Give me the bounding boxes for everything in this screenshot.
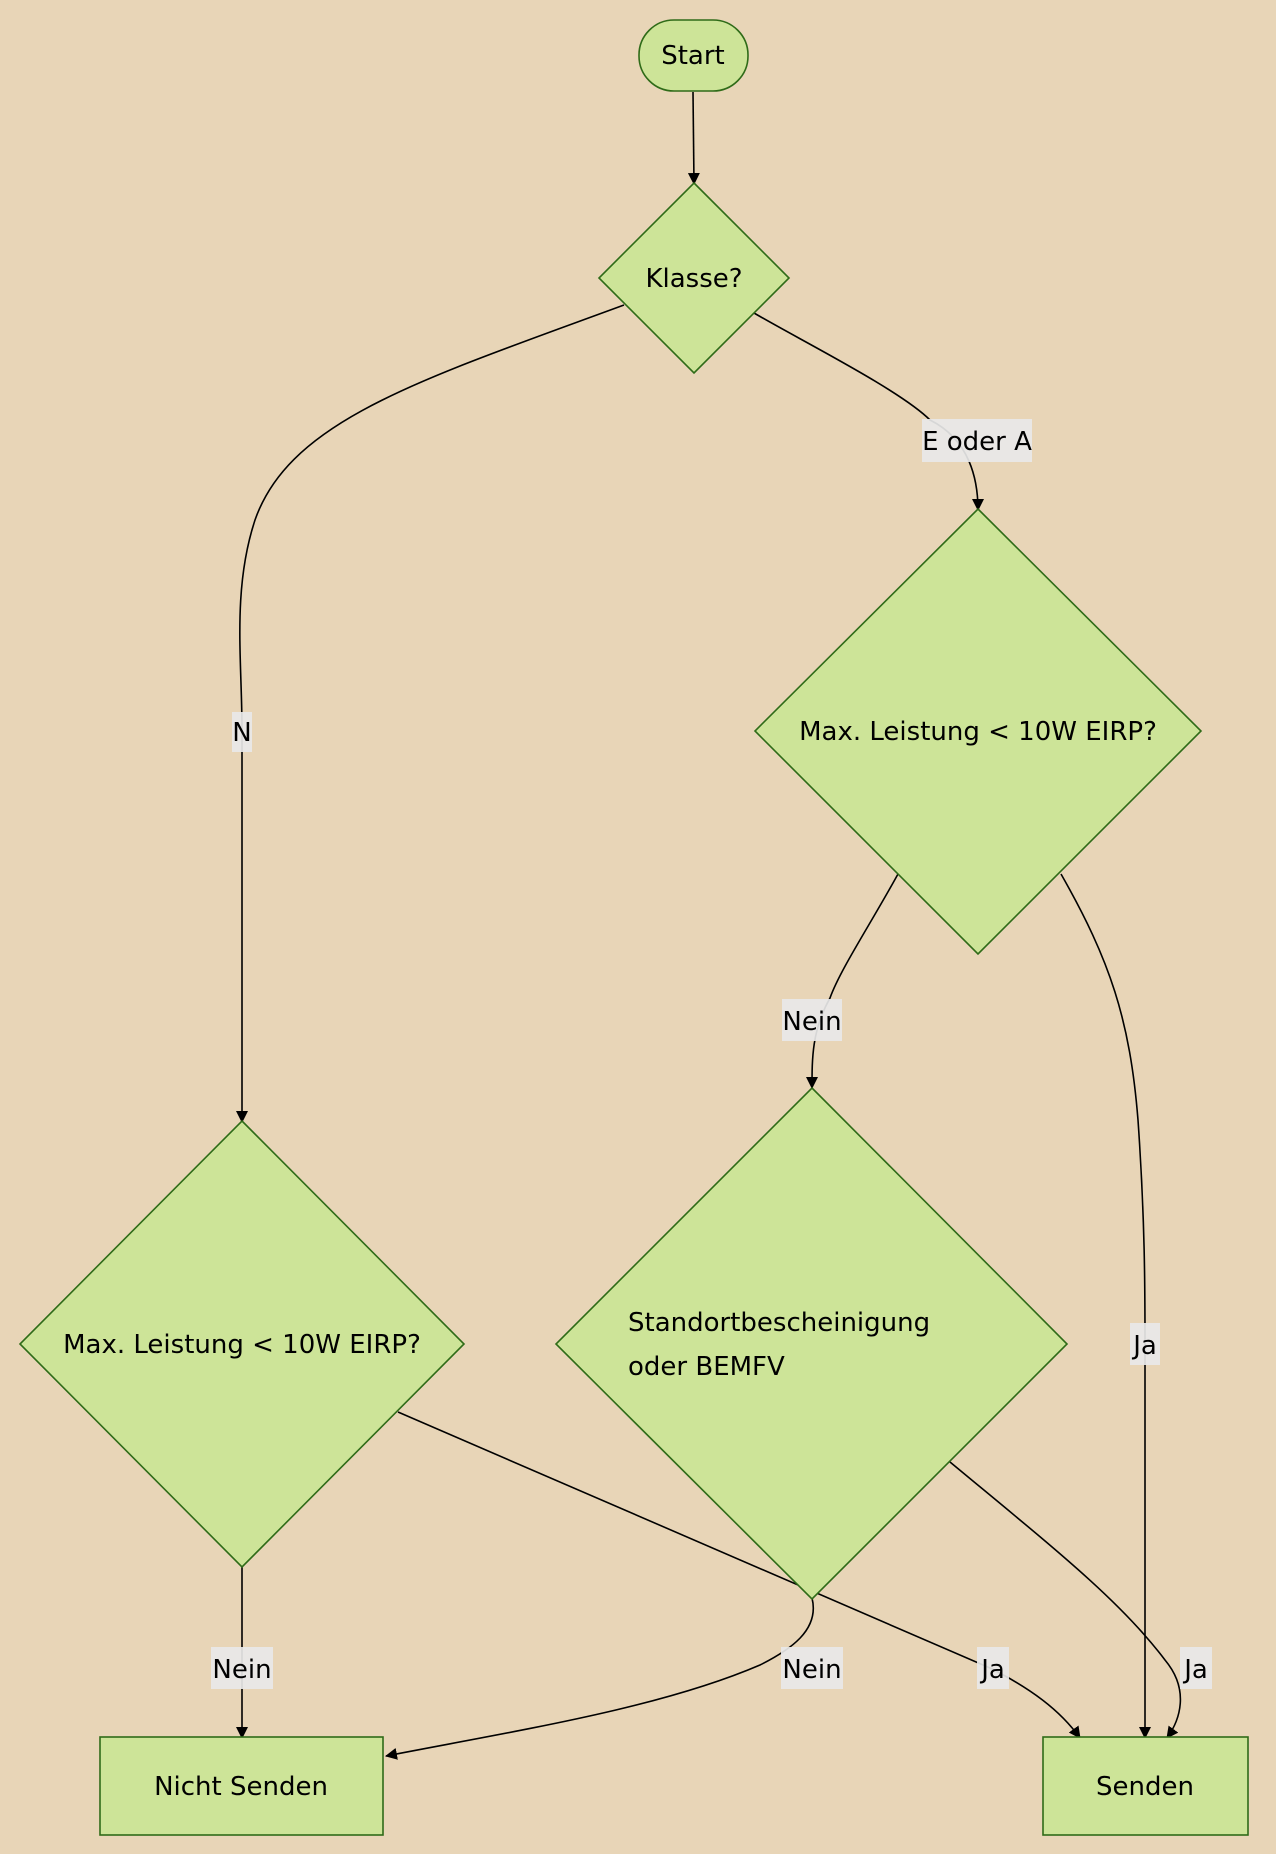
- edge-klasse-to-power-right: [753, 312, 984, 511]
- svg-text:Senden: Senden: [1096, 1772, 1194, 1802]
- edge-label-ja-right: Ja: [1130, 1323, 1160, 1365]
- edge-label-nein-right: Nein: [782, 999, 842, 1041]
- senden-node: Senden: [1042, 1736, 1249, 1836]
- edge-label-nein-left: Nein: [211, 1647, 273, 1689]
- svg-text:N: N: [232, 718, 251, 748]
- svg-text:Start: Start: [661, 41, 725, 71]
- svg-text:Ja: Ja: [1182, 1655, 1208, 1685]
- klasse-decision: Klasse?: [597, 181, 791, 375]
- edge-standort-no: [385, 1597, 815, 1760]
- edge-label-ja-standort: Ja: [1180, 1647, 1212, 1689]
- svg-text:Nein: Nein: [212, 1655, 271, 1685]
- nicht-senden-node: Nicht Senden: [99, 1736, 384, 1836]
- power-decision-right: Max. Leistung < 10W EIRP?: [753, 507, 1203, 956]
- edge-start-to-klasse: [687, 91, 700, 185]
- edge-label-e-oder-a: E oder A: [922, 419, 1032, 462]
- svg-text:Nicht Senden: Nicht Senden: [154, 1772, 328, 1802]
- edge-power-right-no: [806, 873, 899, 1089]
- svg-text:Max. Leistung < 10W EIRP?: Max. Leistung < 10W EIRP?: [63, 1330, 421, 1360]
- edge-label-n: N: [232, 712, 252, 752]
- start-node: Start: [638, 19, 749, 92]
- standort-decision: Standortbescheinigung oder BEMFV: [554, 1086, 1069, 1601]
- svg-text:oder BEMFV: oder BEMFV: [628, 1352, 785, 1382]
- svg-text:Max. Leistung < 10W EIRP?: Max. Leistung < 10W EIRP?: [799, 717, 1157, 747]
- svg-text:Standortbescheinigung: Standortbescheinigung: [628, 1308, 930, 1338]
- svg-text:Nein: Nein: [782, 1007, 841, 1037]
- svg-text:Ja: Ja: [1131, 1331, 1157, 1361]
- svg-text:Nein: Nein: [782, 1655, 841, 1685]
- edge-power-right-yes: [1060, 873, 1151, 1739]
- edge-klasse-to-power-left: [236, 304, 625, 1123]
- power-decision-left: Max. Leistung < 10W EIRP?: [18, 1119, 466, 1569]
- edge-standort-yes: [949, 1461, 1182, 1739]
- svg-text:Klasse?: Klasse?: [645, 264, 742, 294]
- edge-label-ja-left: Ja: [977, 1647, 1009, 1689]
- edge-label-nein-standort: Nein: [781, 1647, 843, 1689]
- svg-text:Ja: Ja: [979, 1655, 1005, 1685]
- svg-text:E oder A: E oder A: [922, 427, 1032, 457]
